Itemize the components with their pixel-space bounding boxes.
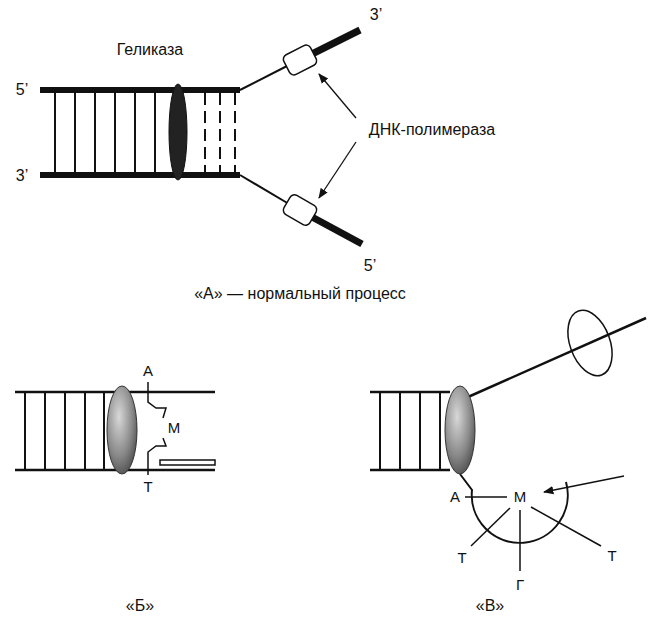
panel-b [15, 382, 215, 475]
base-pairs [25, 392, 104, 470]
base-letter: Т [143, 479, 152, 496]
base-letter: Г [516, 577, 524, 594]
polymerase [282, 193, 319, 227]
new-strand [312, 30, 360, 54]
part-label: Геликаза [117, 41, 184, 59]
new-strand [312, 217, 362, 244]
panel-caption: «А» — нормальный процесс [194, 285, 406, 303]
mismatch-spokes [465, 497, 601, 571]
template-strand [240, 65, 289, 90]
leader-arrow [319, 142, 356, 198]
mismatch-link [148, 382, 166, 418]
end-label: 3’ [16, 167, 28, 185]
new-strand [160, 460, 215, 465]
helicase [445, 386, 475, 474]
base-letter: А [450, 489, 460, 506]
leader-arrow [319, 74, 356, 118]
end-label: 5’ [16, 81, 28, 99]
mismatch-link [148, 438, 166, 475]
dna-strand [370, 391, 450, 394]
dna-strand [40, 172, 240, 178]
pointer-arrow [544, 476, 624, 492]
helicase [169, 84, 187, 180]
dna-strand [40, 87, 240, 93]
base-letter: Т [607, 548, 616, 565]
broken-base-pairs [205, 93, 235, 172]
base-pairs [380, 392, 440, 470]
base-letter: Т [457, 550, 466, 567]
panel-caption: «Б» [126, 597, 154, 615]
base-pairs [55, 90, 155, 175]
template-strand [240, 175, 289, 204]
base-letter: М [168, 420, 181, 437]
part-label: ДНК-полимераза [369, 121, 495, 139]
end-label: 5’ [364, 257, 376, 275]
polymerase [282, 43, 319, 76]
template-strand [468, 318, 646, 397]
end-label: 3’ [370, 6, 382, 24]
panel-c [370, 304, 646, 571]
strand-loop [460, 474, 568, 543]
helicase [107, 386, 137, 474]
polymerase-ring [560, 304, 621, 382]
panel-caption: «В» [476, 597, 504, 615]
dna-strand [370, 469, 450, 472]
base-letter: А [143, 363, 153, 380]
base-letter: М [514, 489, 527, 506]
panel-a [40, 30, 362, 244]
